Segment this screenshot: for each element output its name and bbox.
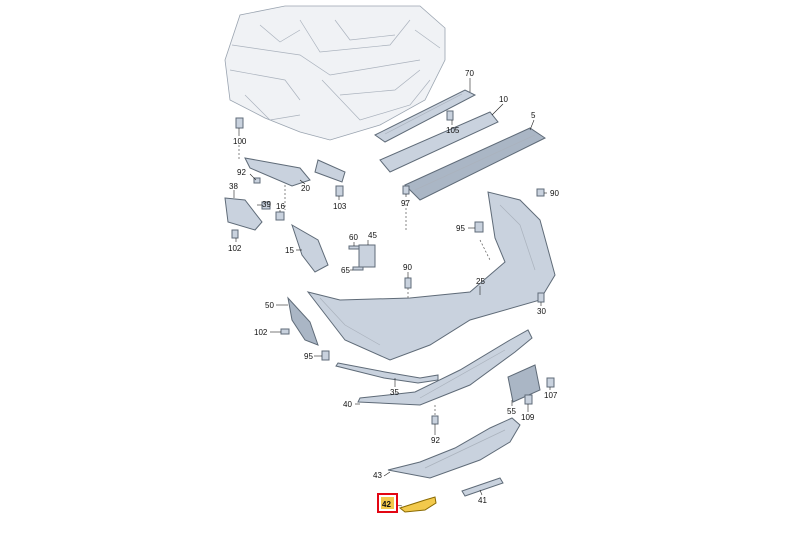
label-92-a: 92: [237, 168, 246, 177]
label-35: 35: [390, 388, 399, 397]
label-41: 41: [478, 496, 487, 505]
label-97: 97: [401, 199, 410, 208]
part-30-grommet: [537, 292, 545, 303]
part-102-bolt-a: [231, 229, 239, 239]
part-10-absorber: [379, 111, 499, 173]
label-65: 65: [341, 266, 350, 275]
label-42: 42: [382, 500, 391, 509]
part-92-screw-a: [253, 177, 261, 184]
part-97-screw: [402, 185, 410, 195]
part-45-plate: [358, 244, 376, 268]
car-body-sketch: [224, 5, 446, 141]
label-92-b: 92: [431, 436, 440, 445]
label-100: 100: [233, 137, 247, 146]
part-43-lower-diffuser: [387, 417, 521, 479]
leader-lines: [233, 78, 551, 507]
highlight-42[interactable]: 42: [377, 493, 398, 513]
label-43: 43: [373, 471, 382, 480]
part-42-highlighted: [398, 496, 437, 513]
part-35-trim: [335, 362, 439, 384]
label-105: 105: [446, 126, 460, 135]
part-105-clip: [446, 110, 454, 121]
label-16: 16: [276, 202, 285, 211]
label-15: 15: [285, 246, 294, 255]
part-50-bracket: [287, 296, 319, 346]
label-38: 38: [229, 182, 238, 191]
label-60: 60: [349, 233, 358, 242]
part-5-reinforcement: [404, 127, 546, 201]
assembly-lines: [238, 145, 491, 415]
label-25: 25: [476, 277, 485, 286]
label-55: 55: [507, 407, 516, 416]
part-39-clip: [261, 201, 271, 210]
label-70: 70: [465, 69, 474, 78]
label-10: 10: [499, 95, 508, 104]
part-labels: 70 10 5 105 100 92 20 38 39 16 103 97 90…: [228, 69, 559, 505]
part-100-bolt: [235, 117, 244, 129]
part-90-bolt-a: [536, 188, 545, 197]
part-38-bracket: [224, 197, 263, 231]
part-25-bumper-cover: [306, 191, 556, 361]
label-45: 45: [368, 231, 377, 240]
part-70-strip: [374, 89, 477, 143]
part-15-bracket: [291, 223, 329, 273]
part-65-screw: [352, 266, 364, 271]
part-40-diffuser: [357, 329, 533, 406]
part-103-nut: [335, 185, 344, 197]
part-92-screw-b: [431, 415, 439, 425]
label-90-b: 90: [403, 263, 412, 272]
label-95-a: 95: [456, 224, 465, 233]
part-109-clip: [524, 394, 533, 405]
label-30: 30: [537, 307, 546, 316]
part-107-clip: [546, 377, 555, 388]
label-5: 5: [531, 111, 536, 120]
part-95-clip-a: [474, 221, 484, 233]
part-55-plate-mount: [507, 364, 541, 403]
part-20-bracket: [244, 157, 311, 187]
part-60-bolt: [348, 245, 360, 250]
part-95-clip-b: [321, 350, 330, 361]
part-41-trim: [461, 477, 504, 497]
label-39: 39: [262, 200, 271, 209]
part-16-clip: [275, 211, 285, 221]
label-107: 107: [544, 391, 558, 400]
label-50: 50: [265, 301, 274, 310]
label-40: 40: [343, 400, 352, 409]
label-20: 20: [301, 184, 310, 193]
label-95-b: 95: [304, 352, 313, 361]
label-90-a: 90: [550, 189, 559, 198]
label-102-a: 102: [228, 244, 242, 253]
part-90-bolt-b: [404, 277, 412, 289]
part-bracket-right: [314, 159, 346, 183]
part-102-bolt-b: [280, 328, 290, 335]
label-103: 103: [333, 202, 347, 211]
label-102-b: 102: [254, 328, 268, 337]
label-109: 109: [521, 413, 535, 422]
